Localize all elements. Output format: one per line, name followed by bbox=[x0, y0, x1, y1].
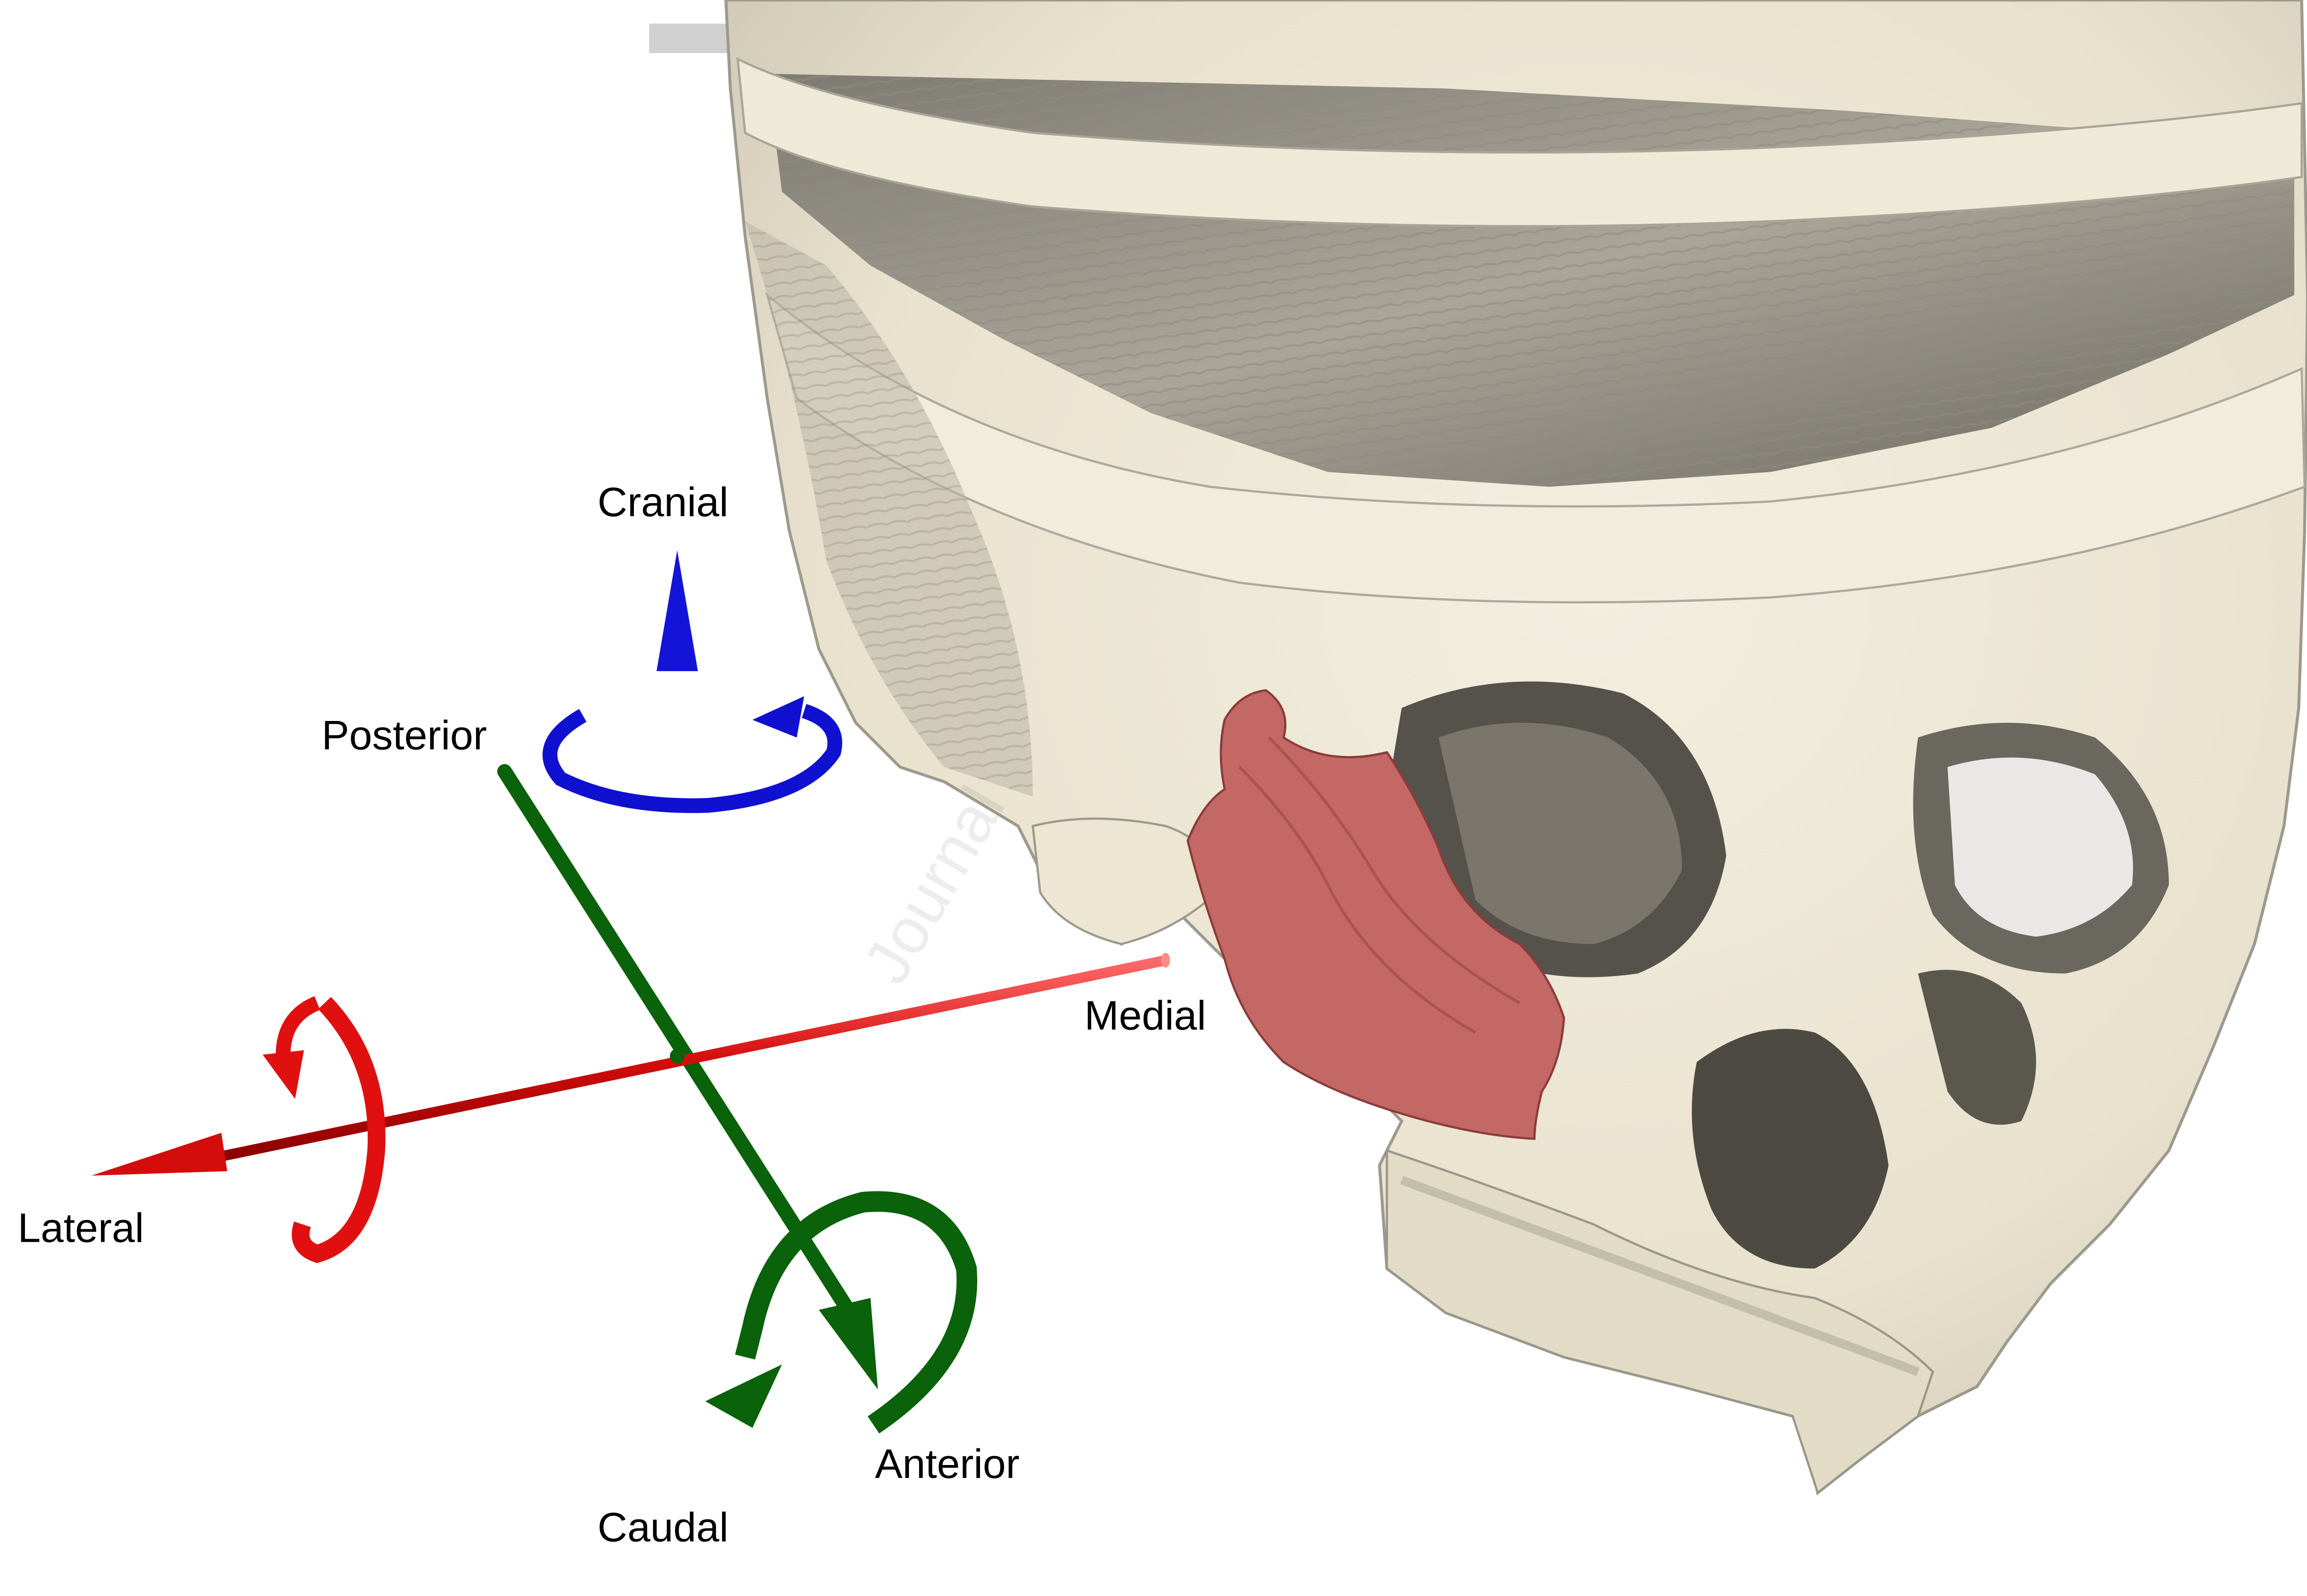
cranial-arrowhead bbox=[657, 550, 698, 671]
watermark-text: Journal bbox=[849, 774, 1019, 995]
label-posterior: Posterior bbox=[322, 712, 487, 758]
anterior-arrowhead bbox=[819, 1298, 878, 1389]
axis-origin bbox=[670, 1049, 685, 1064]
top-bar bbox=[649, 24, 732, 53]
lateral-medial-axis bbox=[207, 960, 1166, 1160]
lateral-arrowhead bbox=[91, 1133, 227, 1176]
label-medial: Medial bbox=[1084, 992, 1206, 1038]
label-lateral: Lateral bbox=[18, 1205, 144, 1251]
label-anterior: Anterior bbox=[875, 1441, 1019, 1487]
label-cranial: Cranial bbox=[598, 479, 729, 525]
label-caudal: Caudal bbox=[598, 1504, 729, 1550]
